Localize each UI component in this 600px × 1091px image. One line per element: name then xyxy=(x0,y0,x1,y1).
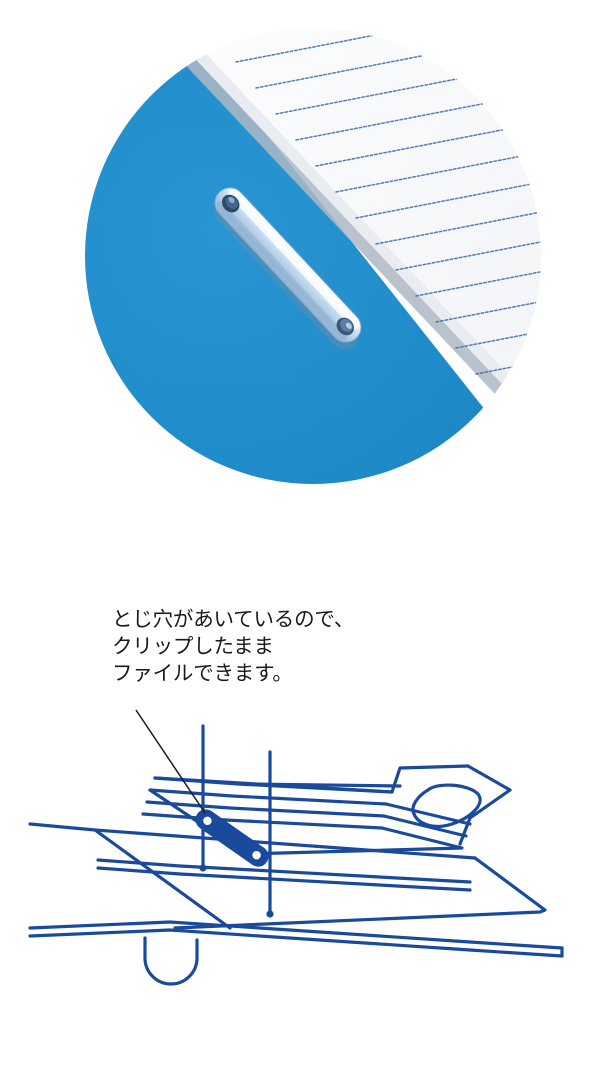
binder-prong-right-tip xyxy=(266,910,274,918)
caption-line-2: クリップしたまま xyxy=(112,634,274,658)
leader-line xyxy=(135,709,206,814)
caption-line-3: ファイルできます。 xyxy=(112,661,293,685)
paper-lower-edge xyxy=(158,28,541,484)
paper-stack xyxy=(141,776,472,856)
filing-diagram-figure xyxy=(0,690,600,1020)
product-photo-circle xyxy=(85,28,541,484)
binder-prong-right xyxy=(248,750,402,914)
feature-caption: とじ穴があいているので、 クリップしたまま ファイルできます。 xyxy=(112,606,412,687)
curled-page-corner xyxy=(411,783,482,828)
filing-diagram xyxy=(28,709,564,986)
folder-base-board xyxy=(28,920,564,958)
binder-prong-left-tip xyxy=(199,864,207,872)
clip-bar xyxy=(195,809,269,867)
folder-lower-leaf xyxy=(28,822,547,930)
clip-hole-bottom xyxy=(336,317,355,336)
caption-line-1: とじ穴があいているので、 xyxy=(112,607,355,631)
product-photo-figure xyxy=(0,0,600,545)
paper-edge-shadow xyxy=(117,28,196,34)
folder-middle-leaf xyxy=(96,858,472,892)
binder-clip-bar xyxy=(213,187,362,350)
spine-hook xyxy=(143,936,199,986)
clip-hole-top xyxy=(221,194,240,213)
